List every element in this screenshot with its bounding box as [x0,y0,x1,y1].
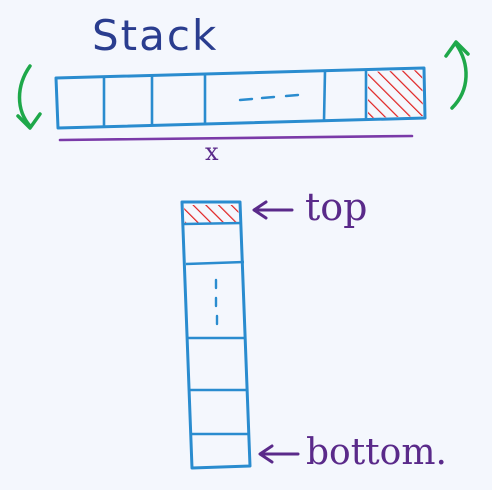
vertical-stack-outline [180,200,252,470]
vertical-top-cell-hatch [184,205,239,223]
push-arrow-left-head [16,112,42,130]
top-label: top [305,185,367,229]
ellipsis-dash [238,97,254,102]
horizontal-stack [54,66,427,130]
pop-arrow-right-head [444,40,470,58]
length-line [58,134,414,142]
horizontal-stack-outline [54,66,427,130]
vertical-stack [180,200,252,470]
ellipsis-dash [284,93,300,98]
push-arrow-left [17,64,32,128]
top-arrow-head [252,200,268,220]
bottom-arrow-head [258,444,274,464]
horizontal-cell-divider [322,70,327,122]
pop-arrow-right [450,42,468,110]
ellipsis-dash [260,95,276,100]
length-label: x [205,138,219,166]
vertical-cell-divider [185,260,245,266]
diagram-title: Stack [92,11,218,60]
horizontal-top-cell-hatch [368,70,423,118]
vertical-cell-divider [183,221,243,226]
bottom-label: bottom. [306,432,447,473]
